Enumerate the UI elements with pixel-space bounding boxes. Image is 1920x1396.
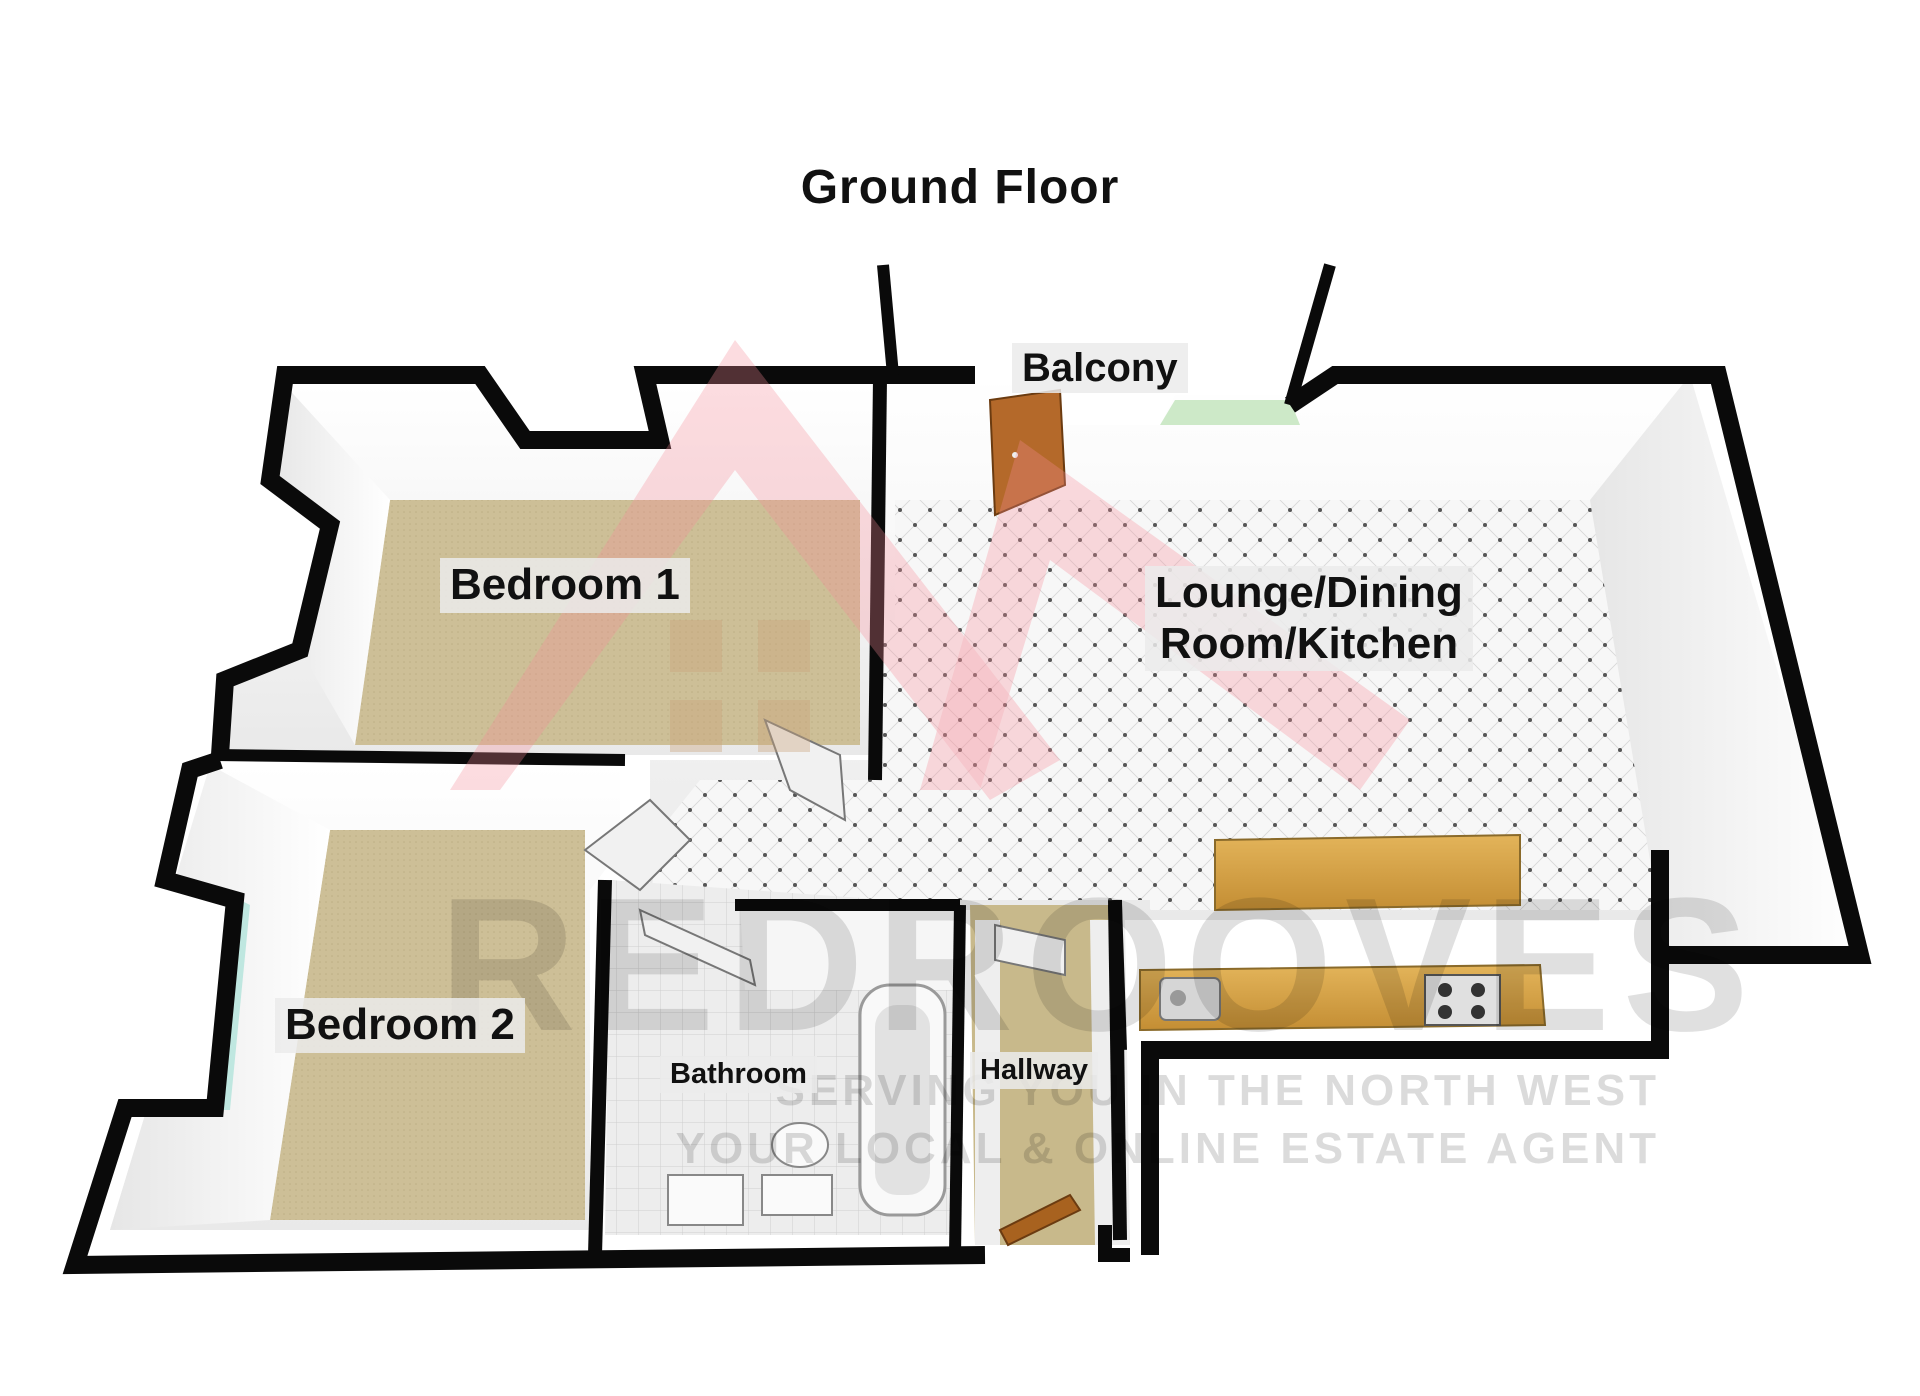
lounge-dining-kitchen	[650, 375, 1860, 1032]
hob-icon	[1424, 974, 1501, 1026]
sink-icon	[1159, 977, 1221, 1021]
hallway-label: Hallway	[970, 1052, 1098, 1090]
bathroom-label: Bathroom	[660, 1056, 817, 1094]
hallway-door-icon	[994, 923, 1066, 977]
watermark-tagline-1: SERVING YOU IN THE NORTH WEST	[776, 1066, 1660, 1115]
lounge-label-line-1: Lounge/Dining	[1155, 568, 1463, 617]
walls	[62, 263, 1872, 1275]
sink-drain-icon	[1170, 990, 1186, 1006]
bedroom-1-label: Bedroom 1	[440, 558, 690, 613]
bedroom-2-label: Bedroom 2	[275, 998, 525, 1053]
logo-roof-icon	[450, 340, 1060, 800]
lounge-label: Lounge/Dining Room/Kitchen	[1145, 566, 1473, 672]
bedroom-1-door-icon	[763, 718, 847, 822]
bedroom-2-door-icon	[583, 798, 692, 892]
basin-icon	[667, 1174, 744, 1226]
bathroom-door-icon	[638, 908, 757, 987]
kitchen-worktop-back	[1214, 833, 1521, 912]
toilet-icon	[771, 1122, 829, 1168]
front-door-icon	[998, 1193, 1082, 1247]
balcony-door-icon	[988, 388, 1067, 517]
watermark-tagline-2: YOUR LOCAL & ONLINE ESTATE AGENT	[676, 1124, 1660, 1173]
doors	[583, 388, 1067, 987]
watermark-brand: REDROOVES	[439, 859, 1761, 1071]
lounge-label-line-2: Room/Kitchen	[1159, 618, 1459, 668]
balcony-label: Balcony	[1012, 343, 1188, 393]
floor-title: Ground Floor	[800, 161, 1120, 214]
